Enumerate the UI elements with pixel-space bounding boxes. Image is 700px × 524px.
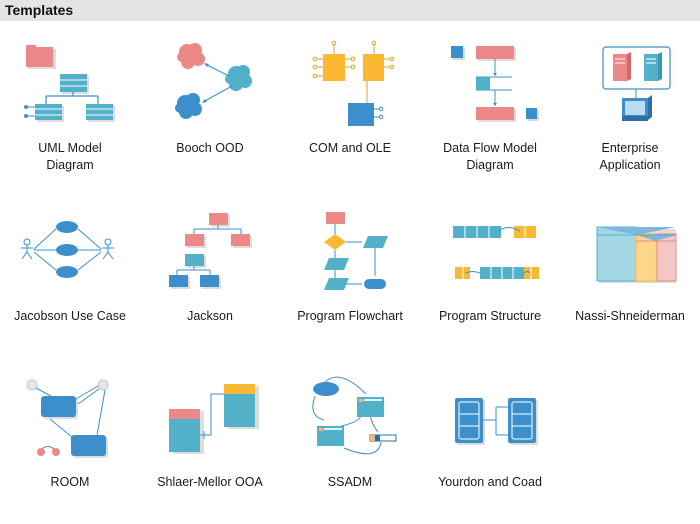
template-label: Enterprise Application bbox=[599, 141, 661, 172]
room-icon bbox=[26, 379, 109, 458]
program-structure-icon bbox=[453, 226, 539, 279]
enterprise-application-icon bbox=[602, 46, 671, 121]
template-program-structure[interactable]: Program Structure bbox=[420, 198, 560, 358]
template-jacobson-use-case[interactable]: Jacobson Use Case bbox=[0, 198, 140, 358]
booch-ood-icon bbox=[175, 43, 252, 119]
template-label: Jacobson Use Case bbox=[14, 309, 126, 323]
jackson-icon bbox=[169, 213, 252, 289]
template-label: Jackson bbox=[187, 309, 233, 323]
com-ole-icon bbox=[312, 40, 395, 126]
template-data-flow-model-diagram[interactable]: Data Flow Model Diagram bbox=[420, 30, 560, 190]
data-flow-icon bbox=[451, 46, 539, 122]
ssadm-icon bbox=[312, 376, 397, 455]
template-enterprise-application[interactable]: Enterprise Application bbox=[560, 30, 700, 190]
template-label: Booch OOD bbox=[176, 141, 244, 155]
template-booch-ood[interactable]: Booch OOD bbox=[140, 30, 280, 190]
template-label: Data Flow Model Diagram bbox=[443, 141, 537, 172]
program-flowchart-icon bbox=[324, 212, 388, 290]
templates-header: Templates bbox=[0, 0, 700, 21]
template-shlaer-mellor-ooa[interactable]: Shlaer-Mellor OOA bbox=[140, 364, 280, 524]
template-label: SSADM bbox=[327, 475, 373, 489]
template-ssadm[interactable]: SSADM bbox=[280, 364, 420, 524]
jacobson-use-case-icon bbox=[21, 221, 114, 278]
template-label: Yourdon and Coad bbox=[438, 475, 542, 489]
template-room[interactable]: ROOM bbox=[0, 364, 140, 524]
template-label: Shlaer-Mellor OOA bbox=[157, 475, 263, 489]
template-yourdon-and-coad[interactable]: Yourdon and Coad bbox=[420, 364, 560, 524]
template-com-and-ole[interactable]: COM and OLE bbox=[280, 30, 420, 190]
shlaer-mellor-icon bbox=[169, 384, 259, 454]
uml-model-icon bbox=[24, 45, 115, 122]
template-jackson[interactable]: Jackson bbox=[140, 198, 280, 358]
template-label: Program Structure bbox=[438, 309, 542, 323]
nassi-shneiderman-icon bbox=[596, 226, 677, 283]
header-title: Templates bbox=[5, 2, 74, 18]
template-label: COM and OLE bbox=[309, 141, 391, 155]
template-label: Program Flowchart bbox=[297, 309, 403, 323]
template-program-flowchart[interactable]: Program Flowchart bbox=[280, 198, 420, 358]
template-label: Nassi-Shneiderman bbox=[575, 309, 685, 323]
template-label: ROOM bbox=[50, 475, 90, 489]
yourdon-coad-icon bbox=[455, 398, 538, 445]
template-uml-model-diagram[interactable]: UML Model Diagram bbox=[0, 30, 140, 190]
template-label: UML Model Diagram bbox=[38, 141, 102, 172]
template-nassi-shneiderman[interactable]: Nassi-Shneiderman bbox=[560, 198, 700, 358]
